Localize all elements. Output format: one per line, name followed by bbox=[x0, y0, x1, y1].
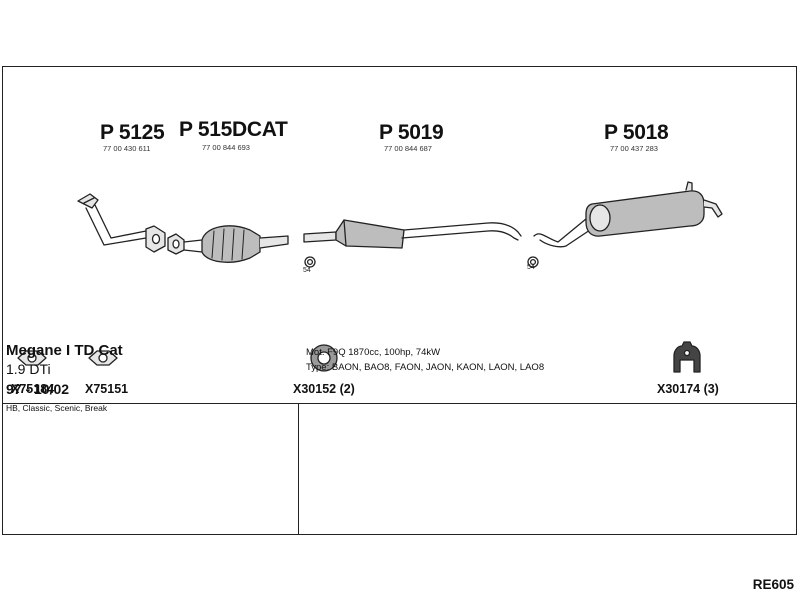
centre-silencer-drawing bbox=[303, 219, 522, 268]
clamp-label-54-a: 54 bbox=[303, 267, 311, 274]
accessory-code-x30152: X30152 (2) bbox=[293, 382, 355, 396]
vertical-divider bbox=[298, 403, 299, 534]
part-code-p5019: P 5019 bbox=[379, 121, 444, 144]
gasket-x75184-icon bbox=[17, 350, 47, 366]
hanger-x30174-icon bbox=[673, 341, 701, 373]
rear-silencer-drawing bbox=[527, 181, 723, 268]
part-code-p5018: P 5018 bbox=[604, 121, 669, 144]
horizontal-divider bbox=[3, 403, 796, 404]
vehicle-model: Megane I TD Cat bbox=[6, 342, 123, 359]
ring-x30152-icon bbox=[310, 344, 338, 372]
diagram-frame bbox=[2, 66, 797, 535]
vehicle-info: Megane I TD Cat 1.9 DTi 97 - 10/02 HB, C… bbox=[6, 342, 123, 413]
part-code-p5125: P 5125 bbox=[100, 121, 165, 144]
vehicle-years: 97 - 10/02 bbox=[6, 381, 70, 397]
part-oem-p5019: 77 00 844 687 bbox=[384, 144, 432, 153]
part-code-p515dcat: P 515DCAT bbox=[179, 118, 288, 141]
part-oem-p5125: 77 00 430 611 bbox=[103, 144, 151, 153]
type-spec: Type: BAON, BAO8, FAON, JAON, KAON, LAON… bbox=[306, 362, 545, 373]
clamp-label-54-b: 54 bbox=[527, 264, 535, 271]
engine-specs: Mot. F9Q 1870cc, 100hp, 74kW Type: BAON,… bbox=[306, 345, 544, 375]
accessory-code-x30174: X30174 (3) bbox=[657, 382, 719, 396]
catalytic-converter-drawing bbox=[167, 225, 289, 263]
gasket-x75151-icon bbox=[88, 350, 118, 366]
accessory-code-x75184: X75184 bbox=[11, 382, 55, 396]
motor-spec: Mot. F9Q 1870cc, 100hp, 74kW bbox=[306, 347, 441, 358]
vehicle-variants: HB, Classic, Scenic, Break bbox=[6, 403, 108, 413]
part-oem-p5018: 77 00 437 283 bbox=[610, 144, 658, 153]
part-oem-p515dcat: 77 00 844 693 bbox=[202, 143, 250, 152]
front-pipe-drawing bbox=[77, 193, 166, 253]
reference-code: RE605 bbox=[752, 577, 794, 592]
accessory-code-x75151: X75151 bbox=[85, 382, 129, 396]
vehicle-engine: 1.9 DTi bbox=[6, 361, 51, 377]
